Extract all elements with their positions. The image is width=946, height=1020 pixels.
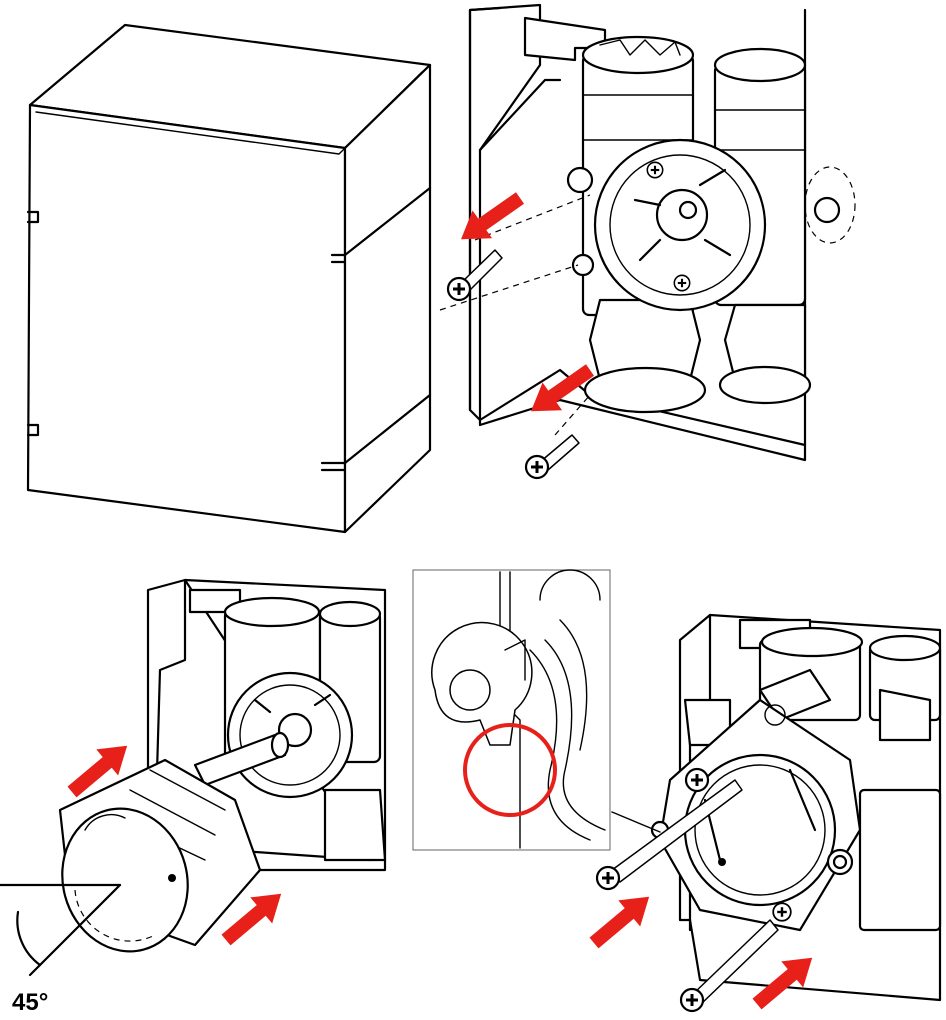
red-arrow-icon — [583, 883, 661, 957]
highlight-circle — [463, 723, 557, 817]
detail-clip-panel — [412, 569, 611, 851]
remove-screws-panel — [439, 3, 856, 480]
cover-box-panel — [26, 23, 432, 534]
screw-icon — [446, 249, 503, 302]
mounting-plate-icon — [226, 671, 354, 799]
screw-icon — [595, 779, 743, 891]
cartridge-icon — [0, 731, 290, 977]
detail-inset-icon — [431, 569, 606, 849]
cover-box-icon — [26, 23, 432, 534]
mounting-plate-icon — [566, 138, 841, 312]
screw-icon — [524, 434, 580, 480]
screw-icon — [679, 919, 779, 1013]
red-arrow-icon — [451, 184, 530, 254]
insert-cartridge-panel: 45° — [0, 578, 387, 1016]
angle-label: 45° — [12, 989, 48, 1016]
fit-bracket-panel — [583, 613, 942, 1018]
